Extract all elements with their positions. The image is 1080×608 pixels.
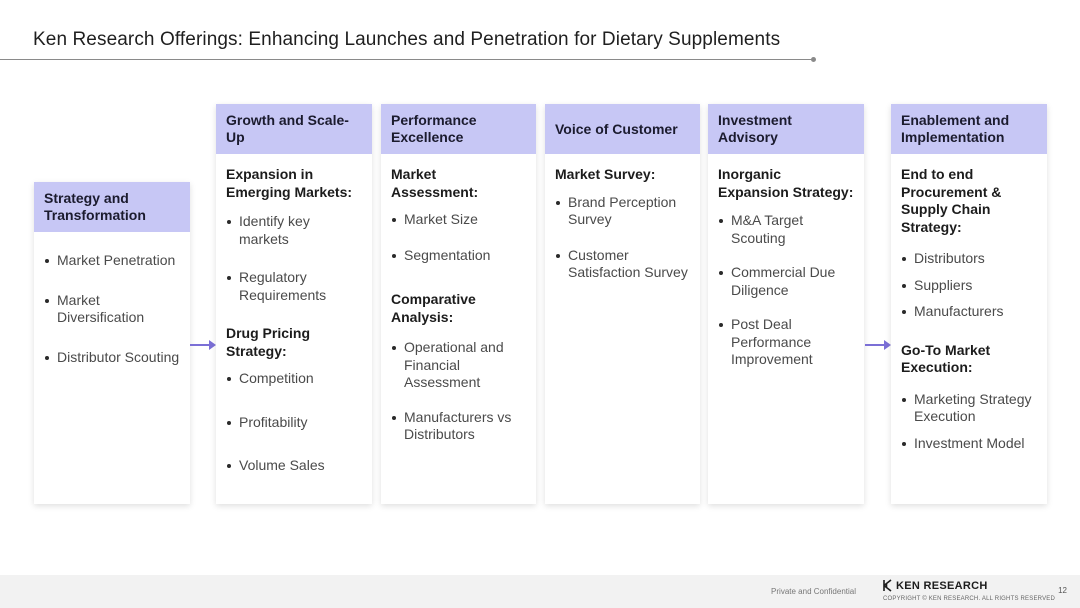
section-title: End to end Procurement & Supply Chain St… [901, 166, 1002, 235]
copyright-text: COPYRIGHT © KEN RESEARCH. ALL RIGHTS RES… [883, 596, 1056, 602]
item-list: Operational and Financial Assessment Man… [391, 339, 526, 444]
item-list: Marketing Strategy Execution Investment … [901, 391, 1037, 453]
section-title: Market Survey: [555, 166, 656, 182]
card-header: Growth and Scale-Up [216, 104, 372, 154]
arrow-right-icon [865, 340, 891, 350]
card-voice-of-customer: Voice of Customer Market Survey: Brand P… [545, 104, 700, 504]
list-item: Marketing Strategy Execution [901, 391, 1037, 426]
item-list: Competition Profitability Volume Sales [226, 370, 362, 475]
item-list: Identify key markets Regulatory Requirem… [226, 213, 362, 304]
card-investment-advisory: Investment Advisory Inorganic Expansion … [708, 104, 864, 504]
card-enablement-and-implementation: Enablement and Implementation End to end… [891, 104, 1047, 504]
page-title: Ken Research Offerings: Enhancing Launch… [33, 29, 781, 50]
list-item: Distributors [901, 250, 1037, 268]
list-item: Profitability [226, 414, 362, 432]
list-item: Market Penetration [44, 252, 180, 270]
section-title: Inorganic Expansion Strategy: [718, 166, 854, 200]
footer-confidential-label: Private and Confidential [771, 587, 856, 596]
list-item: Operational and Financial Assessment [391, 339, 526, 392]
section-title: Drug Pricing Strategy: [226, 325, 311, 359]
list-item: Distributor Scouting [44, 349, 180, 367]
footer-logo: KEN RESEARCH [883, 579, 988, 592]
list-item: Market Size [391, 211, 526, 229]
item-list: M&A Target Scouting Commercial Due Dilig… [718, 212, 854, 369]
section-title: Go-To Market Execution: [901, 341, 991, 376]
list-item: Volume Sales [226, 457, 362, 475]
ken-research-logo-icon [883, 579, 892, 592]
footer: Private and Confidential KEN RESEARCH CO… [0, 575, 1080, 608]
list-item: Manufacturers [901, 303, 1037, 321]
item-list: Distributors Suppliers Manufacturers [901, 250, 1037, 321]
logo-text: KEN RESEARCH [896, 579, 988, 592]
list-item: Customer Satisfaction Survey [555, 247, 690, 282]
card-header: Voice of Customer [545, 104, 700, 154]
item-list: Market Penetration Market Diversificatio… [44, 252, 180, 366]
card-header: Enablement and Implementation [891, 104, 1047, 154]
list-item: Investment Model [901, 435, 1037, 453]
list-item: Regulatory Requirements [226, 269, 362, 304]
list-item: M&A Target Scouting [718, 212, 854, 247]
list-item: Competition [226, 370, 362, 388]
card-header: Investment Advisory [708, 104, 864, 154]
card-performance-excellence: Performance Excellence Market Assessment… [381, 104, 536, 504]
card-strategy-and-transformation: Strategy and Transformation Market Penet… [34, 182, 190, 504]
list-item: Commercial Due Diligence [718, 264, 854, 299]
page-number: 12 [1058, 586, 1067, 595]
card-header: Performance Excellence [381, 104, 536, 154]
card-header: Strategy and Transformation [34, 182, 190, 232]
item-list: Brand Perception Survey Customer Satisfa… [555, 194, 690, 282]
list-item: Post Deal Performance Improvement [718, 316, 854, 369]
list-item: Segmentation [391, 247, 526, 265]
list-item: Suppliers [901, 277, 1037, 295]
title-divider [0, 59, 812, 60]
section-title: Expansion in Emerging Markets: [226, 166, 353, 200]
list-item: Identify key markets [226, 213, 362, 248]
item-list: Market Size Segmentation [391, 211, 526, 264]
arrow-right-icon [190, 340, 216, 350]
list-item: Manufacturers vs Distributors [391, 409, 526, 444]
card-growth-and-scale-up: Growth and Scale-Up Expansion in Emergin… [216, 104, 372, 504]
list-item: Market Diversification [44, 292, 180, 327]
section-title: Market Assessment: [391, 166, 479, 200]
list-item: Brand Perception Survey [555, 194, 690, 229]
section-title: Comparative Analysis: [391, 291, 476, 325]
title-divider-dot [811, 57, 816, 62]
